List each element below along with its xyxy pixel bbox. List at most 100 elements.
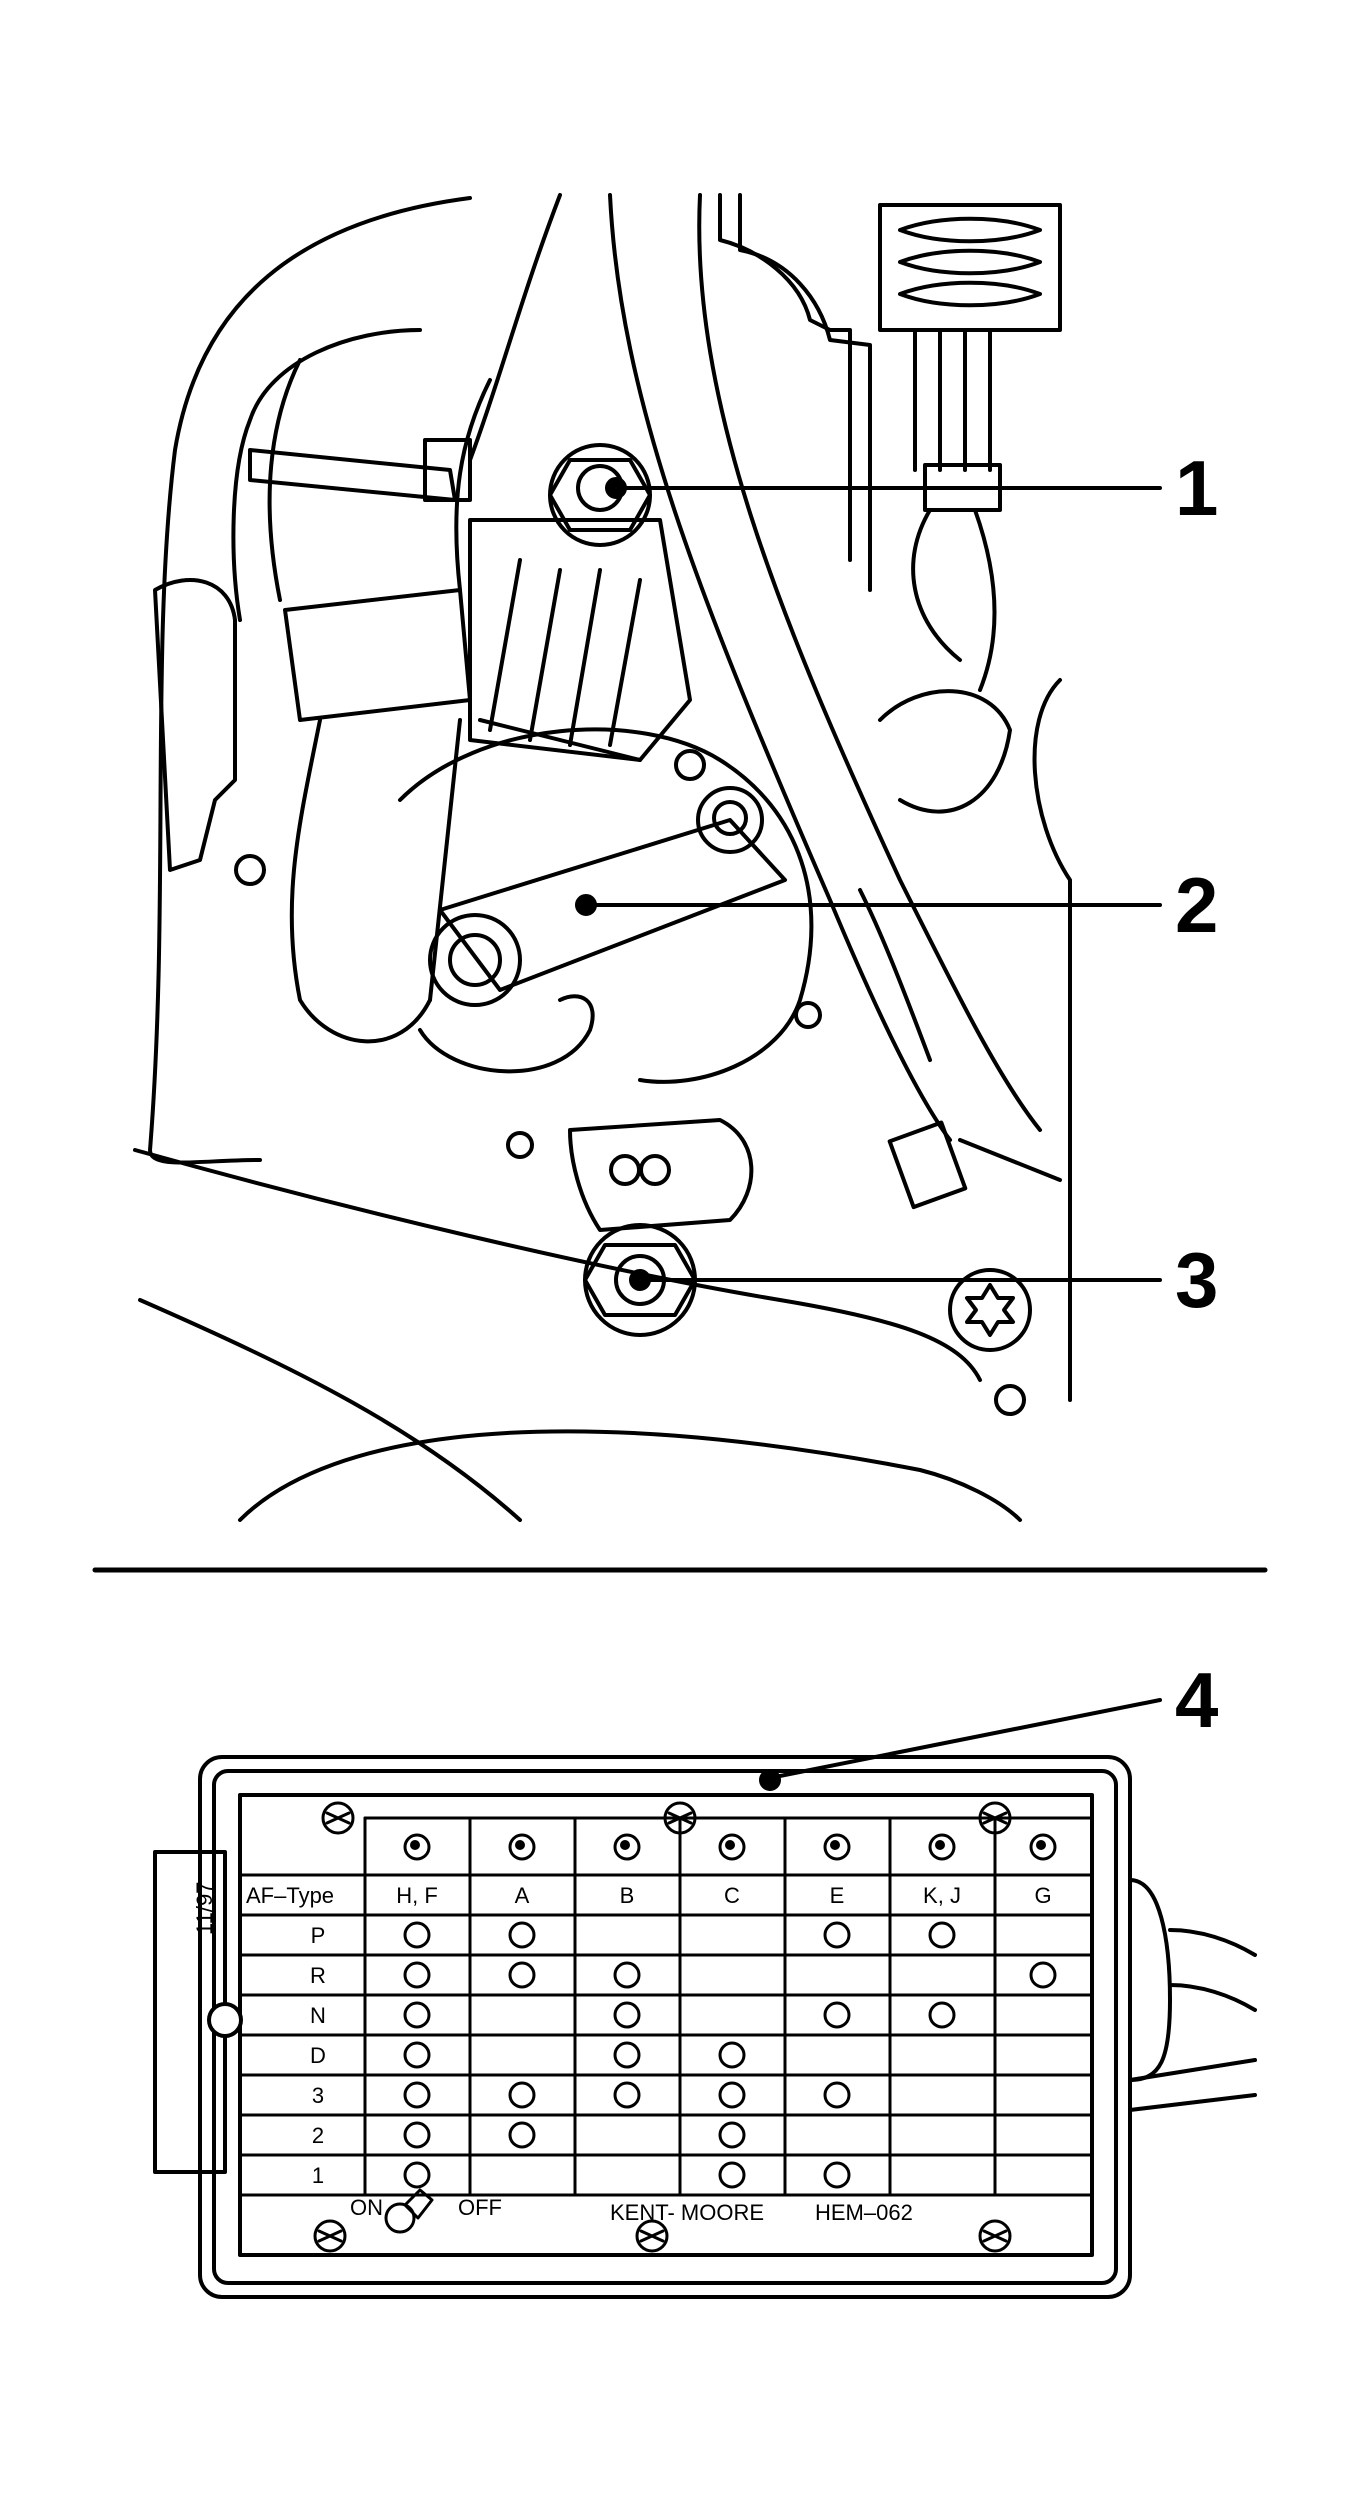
switch-off-label: OFF (458, 2195, 502, 2220)
center-pipe-right (608, 193, 952, 1142)
screw-icon (313, 2219, 347, 2253)
lower-bracket (568, 1118, 754, 1232)
column-led-icon (823, 1833, 851, 1861)
row-label: R (310, 1963, 326, 1988)
casting-ribs (478, 558, 642, 762)
screw-icon (978, 2219, 1012, 2253)
left-bracket-hole (234, 854, 266, 886)
leader-dot-1 (605, 477, 627, 499)
lamp-icon (613, 2081, 641, 2109)
column-header: E (830, 1883, 845, 1908)
lamp-icon (403, 2161, 431, 2189)
connector-spring-2 (898, 248, 1042, 276)
power-toggle-switch (384, 2188, 434, 2234)
column-header: C (724, 1883, 740, 1908)
lever-pivot-base (418, 994, 595, 1074)
plate-hole-2 (794, 1001, 822, 1029)
tester-screws (313, 1801, 1012, 2253)
torx-screw (948, 1268, 1032, 1352)
hose-upper (267, 358, 492, 602)
lamp-icon (718, 2121, 746, 2149)
lamp-icon (718, 2081, 746, 2109)
side-cable-grommet (1128, 1878, 1172, 2082)
cable-4 (1128, 2093, 1257, 2112)
sector-plate (398, 727, 814, 1084)
brand-label: KENT- MOORE (610, 2200, 764, 2225)
harness-2 (958, 1138, 1062, 1182)
lamp-icon (403, 2121, 431, 2149)
callout-2: 2 (1175, 861, 1218, 949)
cable-1 (1168, 1928, 1257, 1957)
tester-face (238, 1793, 1094, 2257)
hose-clamp (283, 588, 472, 722)
side-tab-label: 11/97 (192, 1882, 217, 1935)
lower-sweep-3 (238, 1429, 1022, 1522)
lamp-icon (823, 2161, 851, 2189)
right-housing (718, 193, 852, 562)
tester-grid (238, 1816, 1094, 2197)
row-label: 3 (312, 2083, 324, 2108)
center-pipe-right-2 (697, 193, 1042, 1132)
leader-4 (768, 1698, 1162, 1780)
lamp-icon (718, 2161, 746, 2189)
casting-body (468, 518, 692, 762)
lower-sweep-2 (138, 1298, 522, 1522)
mechanism-illustration (133, 193, 1072, 1522)
harness-plug (887, 1120, 968, 1210)
callout-1: 1 (1175, 444, 1218, 532)
hose-left-edge (289, 718, 432, 1044)
wire-bundle (911, 508, 997, 692)
lamp-icon (613, 1961, 641, 1989)
model-label: HEM–062 (815, 2200, 913, 2225)
lower-bracket-hole-2 (506, 1131, 534, 1159)
column-led-icon (403, 1833, 431, 1861)
screw-icon (978, 1801, 1012, 1835)
lamp-icon (613, 2041, 641, 2069)
lamp-icon (403, 1921, 431, 1949)
center-pipe-left (468, 193, 562, 462)
leader-dot-3 (629, 1269, 651, 1291)
row-label: 2 (312, 2123, 324, 2148)
row-label: N (310, 2003, 326, 2028)
lamp-icon (823, 2081, 851, 2109)
cable-3 (1128, 2058, 1257, 2082)
column-led-icon (718, 1833, 746, 1861)
housing-outer-curve (148, 196, 472, 1165)
lamp-icon (508, 2121, 536, 2149)
column-header: A (515, 1883, 530, 1908)
lever-2 (428, 786, 787, 1007)
lamp-icon (508, 2081, 536, 2109)
callout-3: 3 (1175, 1236, 1218, 1324)
indicator-leds (403, 1833, 1057, 1861)
column-led-icon (508, 1833, 536, 1861)
lamp-icon (823, 2001, 851, 2029)
corner-header: AF–Type (246, 1883, 334, 1908)
right-contour (1032, 678, 1072, 1402)
row-label: D (310, 2043, 326, 2068)
lamp-icon (403, 2041, 431, 2069)
lamp-icon (928, 2001, 956, 2029)
bolt-1 (548, 443, 652, 547)
column-led-icon (613, 1833, 641, 1861)
lamp-icon (508, 1921, 536, 1949)
plate-hole-3 (639, 1154, 671, 1186)
connector-body (878, 203, 1062, 332)
screw-icon (663, 1801, 697, 1835)
column-header: G (1034, 1883, 1051, 1908)
column-headers: H, F A B C E K, J G (396, 1883, 1051, 1908)
tester-box (153, 1755, 1257, 2299)
column-led-icon (1029, 1833, 1057, 1861)
column-header: H, F (396, 1883, 438, 1908)
lower-bracket-hole (609, 1154, 641, 1186)
left-bracket (153, 578, 237, 872)
housing-inner-curve (231, 328, 422, 622)
plate-hole-1 (674, 749, 706, 781)
column-header: B (620, 1883, 635, 1908)
switch-on-label: ON (350, 2195, 383, 2220)
column-header: K, J (923, 1883, 961, 1908)
lamp-matrix (403, 1921, 1057, 2189)
lamp-icon (718, 2041, 746, 2069)
lamp-icon (403, 2081, 431, 2109)
callout-leaders (586, 486, 1162, 1780)
